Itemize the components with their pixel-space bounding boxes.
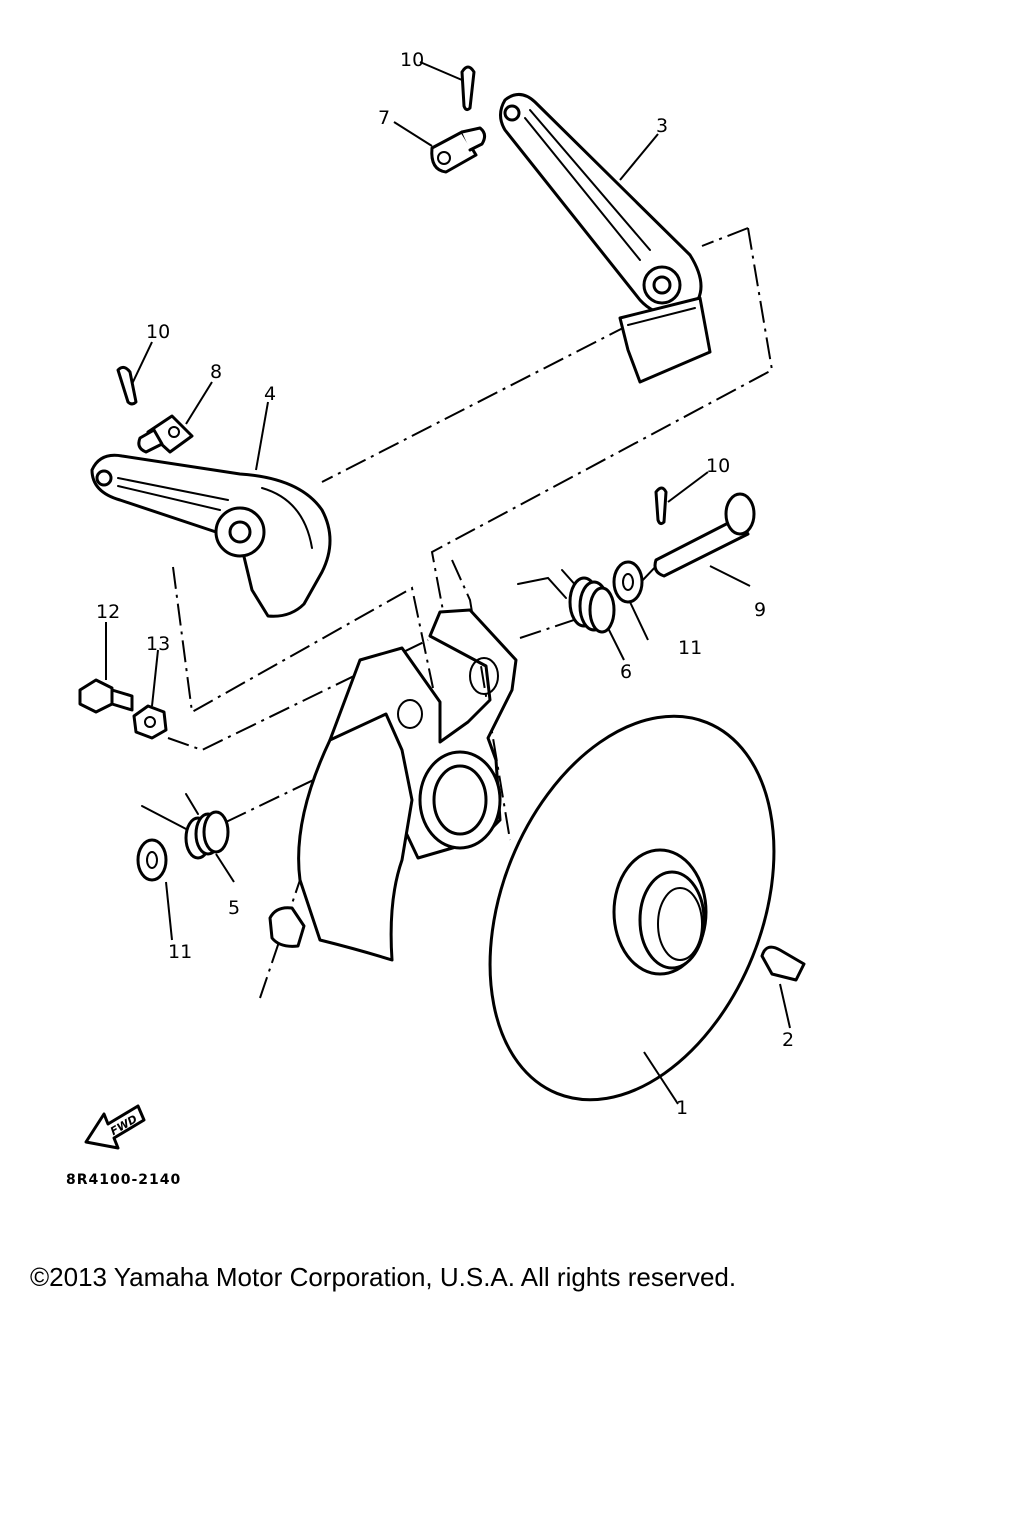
callout-1: 1 — [676, 1097, 688, 1119]
joint-part-7 — [430, 126, 487, 174]
spring-part-6 — [517, 569, 616, 634]
callout-11-right: 11 — [678, 637, 702, 659]
callout-13: 13 — [146, 633, 170, 655]
callout-11-left: 11 — [168, 941, 192, 963]
forward-arrow-icon: FWD — [84, 1104, 146, 1150]
cotter-pin-part-10 — [116, 65, 668, 526]
leader-lines — [105, 61, 791, 1105]
nut-part-13 — [132, 704, 168, 740]
arm-part-3 — [499, 93, 712, 384]
callout-5: 5 — [228, 897, 240, 919]
bolt-part-12 — [78, 678, 134, 714]
callout-10-left: 10 — [146, 321, 170, 343]
callout-3: 3 — [656, 115, 668, 137]
sheave-disc-part-1 — [488, 714, 776, 1102]
bracket-body — [268, 608, 518, 962]
pin-part-9 — [653, 492, 756, 578]
callout-8: 8 — [210, 361, 222, 383]
callout-labels: 10 7 3 10 8 4 10 9 11 6 12 13 5 11 2 1 — [96, 49, 794, 1119]
copyright-notice: ©2013 Yamaha Motor Corporation, U.S.A. A… — [30, 1262, 737, 1292]
diagram-code: 8R4100-2140 — [66, 1172, 181, 1188]
callout-12: 12 — [96, 601, 120, 623]
callout-2: 2 — [782, 1029, 794, 1051]
callout-10-right: 10 — [706, 455, 730, 477]
callout-10-top: 10 — [400, 49, 424, 71]
washer-part-11 — [136, 560, 644, 882]
callout-4: 4 — [264, 383, 276, 405]
spring-part-5 — [141, 793, 230, 860]
key-part-2 — [760, 945, 806, 982]
joint-part-8 — [137, 414, 194, 454]
callout-9: 9 — [754, 599, 766, 621]
lever-part-4 — [90, 453, 332, 618]
callout-6: 6 — [620, 661, 632, 683]
callout-7: 7 — [378, 107, 390, 129]
